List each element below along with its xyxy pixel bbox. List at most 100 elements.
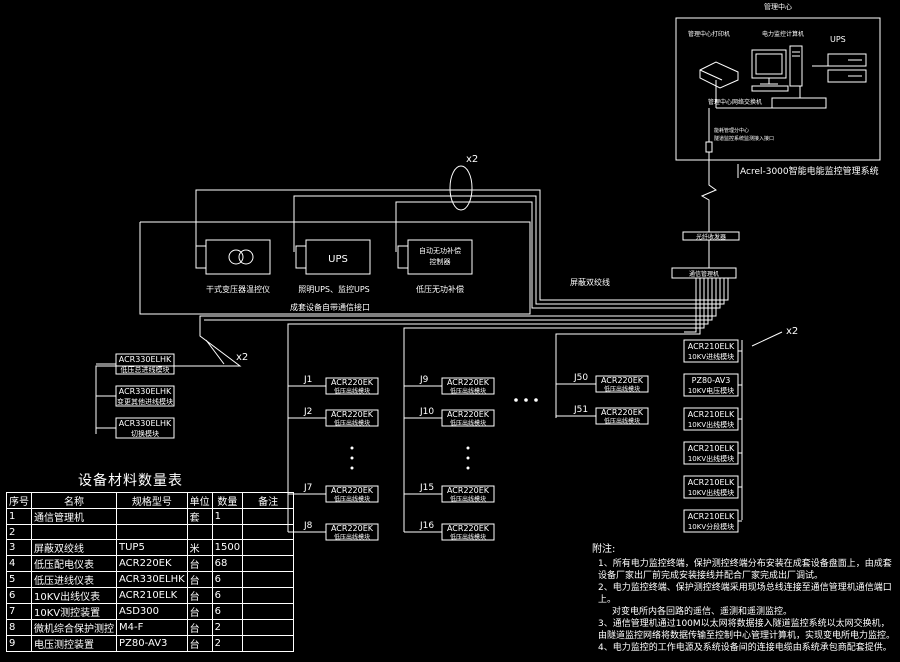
table-cell: ACR220EK (116, 555, 188, 572)
note-item: 对变电所内各回路的遥信、遥测和遥测监控。 (612, 607, 793, 617)
hv-module-model: ACR210ELK (688, 410, 735, 419)
printer-label: 管理中心打印机 (688, 30, 730, 38)
table-cell: 2 (211, 635, 244, 652)
hv-module-model: ACR210ELK (688, 512, 735, 521)
fiber-link (700, 152, 718, 232)
table-cell: ASD300 (116, 603, 188, 620)
table-cell: 1500 (211, 539, 244, 556)
table-cell: 10KV测控装置 (31, 603, 117, 620)
capacitor-port (397, 245, 409, 269)
table-cell: PZ80-AV3 (116, 635, 188, 652)
feeder-id: J2 (303, 407, 312, 417)
table-cell: 台 (186, 587, 213, 604)
table-cell: 台 (186, 635, 213, 652)
table-cell (242, 539, 295, 556)
bus-loop-1 (195, 189, 729, 301)
feeder-module-box (325, 409, 379, 427)
table-cell: 米 (186, 539, 213, 556)
keyboard-icon (751, 85, 789, 92)
table-cell: ACR210ELK (116, 587, 188, 604)
ellipsis-dot (466, 466, 470, 470)
feeder-id: J9 (419, 375, 429, 385)
feeder-desc: 低压出线模块 (450, 387, 486, 395)
left-module-model: ACR330ELHK (119, 419, 172, 428)
feeder-module-box (595, 375, 649, 393)
left-module-desc: 变更其他进线模块 (117, 397, 173, 406)
table-cell (31, 524, 117, 540)
table-cell: 4 (6, 555, 32, 572)
table-cell: 电压测控装置 (31, 635, 117, 652)
feeder-desc: 低压出线模块 (334, 533, 370, 541)
capacitor-caption: 低压无功补偿 (416, 284, 464, 294)
hv-module-model: ACR210ELK (688, 444, 735, 453)
feeder-id: J1 (303, 375, 312, 385)
note-item: 3、通信管理机通过100M以太网将数据接入隧道监控系统以太网交换机，由隧道监控网… (598, 619, 896, 641)
left-bus-a (95, 278, 717, 434)
table-cell: 6 (6, 587, 32, 604)
table-cell (242, 571, 295, 588)
table-cell: 8 (6, 619, 32, 636)
remote-interface-label: 能耗管理分中心 (714, 127, 749, 134)
feeder-id: J51 (573, 405, 588, 415)
hv-module-desc: 10KV分段模块 (688, 522, 734, 531)
table-cell (242, 587, 295, 604)
ups-caption: 照明UPS、监控UPS (298, 284, 370, 294)
ellipsis-dot (350, 456, 354, 460)
ellipsis-dot (466, 446, 470, 450)
feeder-module-box (325, 485, 379, 503)
ellipsis-dot (350, 446, 354, 450)
ellipsis-dot (514, 398, 518, 402)
table-cell: 套 (186, 508, 213, 525)
ups-port (295, 245, 307, 269)
left-bus-b (204, 278, 713, 321)
remote-port-icon (705, 141, 713, 153)
cable-label: 屏蔽双绞线 (570, 277, 610, 287)
table-cell (242, 619, 295, 636)
ups-label: UPS (830, 35, 846, 44)
table-cell: 台 (186, 619, 213, 636)
feeder-id: J50 (573, 373, 588, 383)
pc-tower-icon (789, 45, 803, 87)
capacitor-inner-label: 控制器 (430, 257, 451, 266)
x2-left: x2 (236, 352, 248, 363)
network-switch-icon (771, 97, 827, 109)
table-cell: 2 (6, 524, 32, 540)
feeder-desc: 低压出线模块 (604, 417, 640, 425)
switch-label: 管理中心网络交换机 (708, 98, 762, 106)
column-bus (555, 278, 701, 418)
table-cell: 台 (186, 555, 213, 572)
feeder-model: ACR220EK (447, 524, 490, 533)
bus-loop-2 (293, 195, 725, 305)
ellipsis-dot (350, 466, 354, 470)
hv-module-model: ACR210ELK (688, 478, 735, 487)
table-header-cell: 单位 (186, 492, 213, 509)
note-item: 1、所有电力监控终端，保护测控终端分布安装在成套设备盘面上，由成套设备厂家出厂前… (598, 559, 892, 581)
ellipsis-dot (466, 456, 470, 460)
table-header-cell: 数量 (211, 492, 244, 509)
converter-label: 光纤收发器 (696, 233, 726, 241)
table-cell: 台 (186, 571, 213, 588)
table-cell: 3 (6, 539, 32, 556)
feeder-id: J10 (419, 407, 434, 417)
feeder-module-box (441, 485, 495, 503)
table-cell: 6 (211, 603, 244, 620)
table-header-cell: 名称 (31, 492, 117, 509)
feeder-module-box (441, 523, 495, 541)
ups-unit-icon (827, 69, 867, 83)
left-module-desc: 切换模块 (131, 429, 159, 438)
hv-module-desc: 10KV出线模块 (688, 488, 734, 497)
ups-device-label: UPS (328, 254, 348, 265)
converter-box (682, 231, 740, 241)
table-cell: 低压配电仪表 (31, 555, 117, 572)
feeder-module-box (325, 523, 379, 541)
table-cell: 1 (6, 508, 32, 525)
ups-unit-icon (827, 53, 867, 67)
feeder-module-box (441, 409, 495, 427)
feeder-desc: 低压出线模块 (334, 495, 370, 503)
